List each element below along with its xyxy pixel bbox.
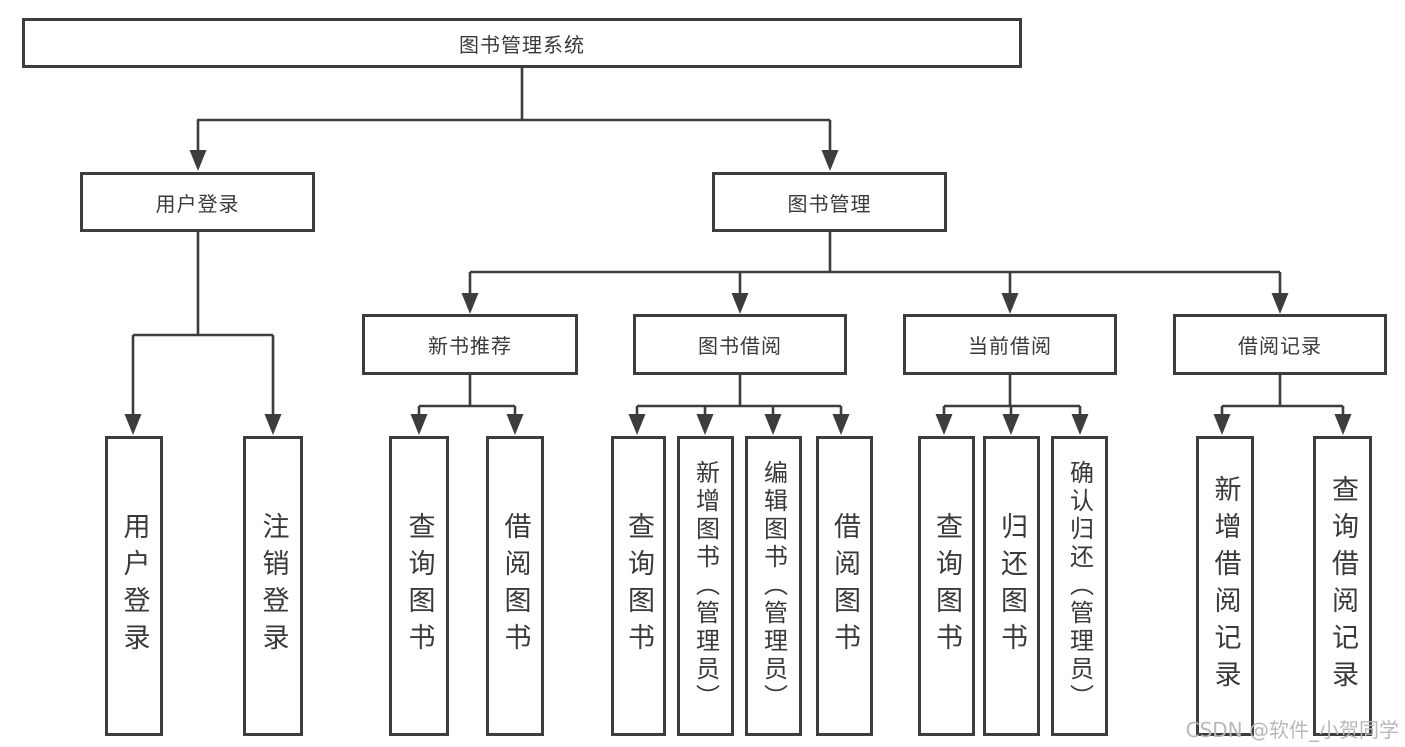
leaf-return-books: 归还图书 bbox=[983, 436, 1040, 736]
arrow-down-icon bbox=[1334, 414, 1352, 435]
leaf-logout: 注销登录 bbox=[243, 436, 303, 736]
arrow-down-icon bbox=[1002, 414, 1020, 435]
arrow-down-icon bbox=[832, 414, 850, 435]
node-user-login-group: 用户登录 bbox=[80, 172, 315, 232]
arrow-down-icon bbox=[821, 150, 839, 171]
edge-book-mgmt-to-level3 bbox=[468, 232, 1282, 296]
arrow-down-icon bbox=[506, 414, 524, 435]
edge-user-login-to-leaves bbox=[131, 232, 275, 417]
edge-currentborrow-to-leaves bbox=[942, 375, 1082, 417]
leaf-query-books-1: 查询图书 bbox=[389, 436, 449, 736]
arrow-down-icon bbox=[189, 150, 207, 171]
arrow-down-icon bbox=[264, 414, 282, 435]
leaf-borrow-books-1: 借阅图书 bbox=[486, 436, 544, 736]
csdn-watermark: CSDN @软件_小贺同学 bbox=[1185, 718, 1399, 742]
edge-records-to-leaves bbox=[1220, 375, 1345, 417]
leaf-query-borrow-record: 查询借阅记录 bbox=[1313, 436, 1372, 736]
arrow-down-icon bbox=[410, 414, 428, 435]
arrow-down-icon bbox=[628, 414, 646, 435]
leaf-confirm-return-admin: 确认归还（管理员） bbox=[1051, 436, 1108, 736]
node-book-borrowing: 图书借阅 bbox=[633, 314, 847, 375]
arrow-down-icon bbox=[764, 414, 782, 435]
leaf-user-login: 用户登录 bbox=[105, 436, 163, 736]
arrow-down-icon bbox=[1001, 293, 1019, 314]
arrowheads bbox=[124, 150, 1352, 435]
edge-bookborrow-to-leaves bbox=[635, 375, 843, 417]
node-current-borrowing: 当前借阅 bbox=[903, 314, 1117, 375]
node-book-management: 图书管理 bbox=[712, 172, 947, 232]
arrow-down-icon bbox=[124, 414, 142, 435]
node-library-management-system: 图书管理系统 bbox=[22, 18, 1022, 68]
leaf-query-books-2: 查询图书 bbox=[611, 436, 666, 736]
leaf-add-books-admin: 新增图书（管理员） bbox=[677, 436, 734, 736]
node-new-book-recommend: 新书推荐 bbox=[362, 314, 578, 375]
leaf-add-borrow-record: 新增借阅记录 bbox=[1196, 436, 1254, 736]
arrow-down-icon bbox=[1213, 414, 1231, 435]
arrow-down-icon bbox=[935, 414, 953, 435]
edge-newbook-to-leaves bbox=[417, 375, 517, 417]
arrow-down-icon bbox=[696, 414, 714, 435]
leaf-edit-books-admin: 编辑图书（管理员） bbox=[745, 436, 802, 736]
arrow-down-icon bbox=[1271, 293, 1289, 314]
leaf-query-books-3: 查询图书 bbox=[918, 436, 975, 736]
arrow-down-icon bbox=[461, 293, 479, 314]
arrow-down-icon bbox=[1071, 414, 1089, 435]
arrow-down-icon bbox=[731, 293, 749, 314]
node-borrowing-records: 借阅记录 bbox=[1173, 314, 1387, 375]
edge-root-to-level2 bbox=[196, 68, 832, 152]
leaf-borrow-books-2: 借阅图书 bbox=[816, 436, 873, 736]
